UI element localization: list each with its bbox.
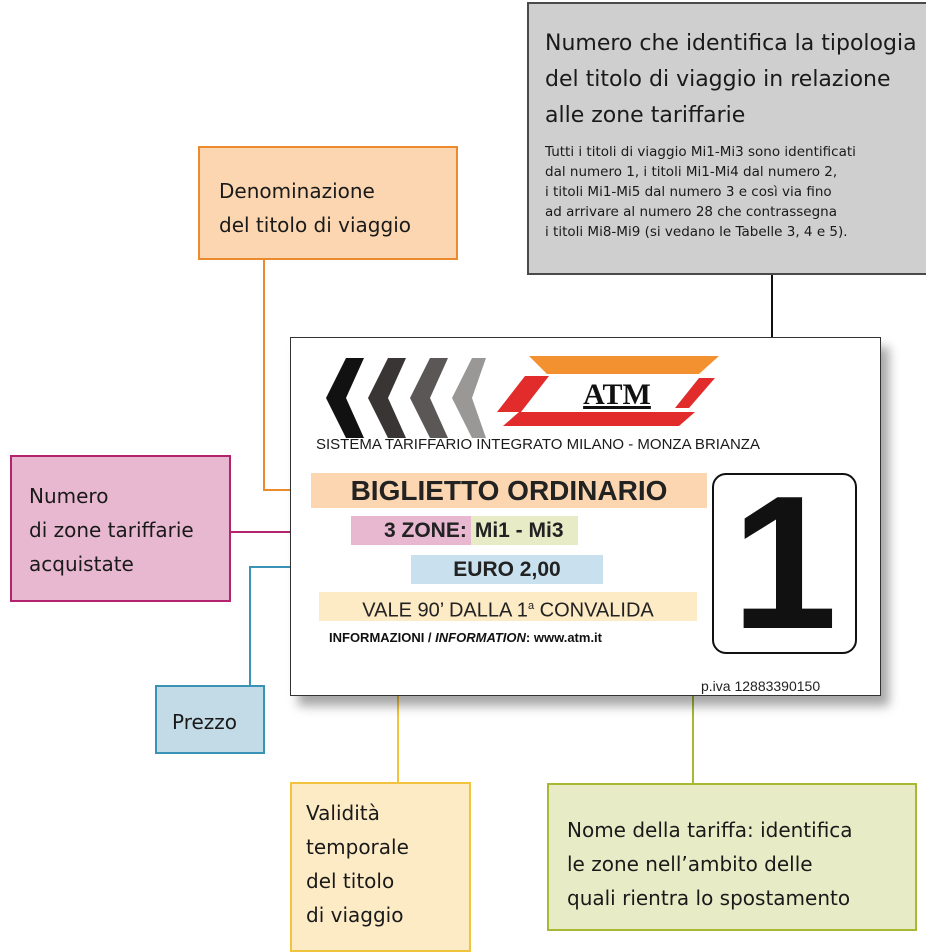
ticket-validity: VALE 90’ DALLA 1a CONVALIDA <box>319 592 697 622</box>
ticket-price: EURO 2,00 <box>411 555 603 584</box>
atm-logo: ATM <box>497 356 719 426</box>
callout-prezzo: Prezzo <box>155 685 265 754</box>
callout-numero: Numero che identifica la tipologia del t… <box>527 2 926 275</box>
callout-line: Denominazione <box>219 179 375 203</box>
callout-denominazione: Denominazione del titolo di viaggio <box>198 146 458 260</box>
callout-line: alle zone tariffarie <box>545 103 746 128</box>
system-line: SISTEMA TARIFFARIO INTEGRATO MILANO - MO… <box>316 436 760 453</box>
callout-line: del titolo <box>306 869 395 893</box>
callout-line: acquistate <box>29 552 134 576</box>
callout-subline: i titoli Mi1-Mi5 dal numero 3 e così via… <box>545 184 832 200</box>
callout-subline: Tutti i titoli di viaggio Mi1-Mi3 sono i… <box>545 144 856 160</box>
ticket-number-box: 1 <box>712 463 857 663</box>
callout-line: del titolo di viaggio in relazione <box>545 67 891 92</box>
callout-line: le zone nell’ambito delle <box>567 852 813 876</box>
callout-line: del titolo di viaggio <box>219 213 411 237</box>
chevron-arrows-icon <box>326 358 486 438</box>
zones-count: 3 ZONE: <box>351 516 471 545</box>
ticket-piva: p.iva 12883390150 <box>701 678 821 694</box>
callout-line: temporale <box>306 835 409 859</box>
callout-validita: Validità temporale del titolo di viaggio <box>290 782 471 952</box>
ticket-type: BIGLIETTO ORDINARIO <box>311 473 707 508</box>
callout-tariffa: Nome della tariffa: identifica le zone n… <box>547 783 917 931</box>
callout-subline: ad arrivare al numero 28 che contrassegn… <box>545 204 837 220</box>
atm-logo-text: ATM <box>583 378 651 411</box>
callout-line: Nome della tariffa: identifica <box>567 818 853 842</box>
callout-line: Numero che identifica la tipologia <box>545 31 917 56</box>
callout-line: quali rientra lo spostamento <box>567 886 851 910</box>
ticket-zones: 3 ZONE: Mi1 - Mi3 <box>351 516 578 545</box>
callout-subline: i titoli Mi8-Mi9 (si vedano le Tabelle 3… <box>545 224 848 240</box>
callout-line: Validità <box>306 801 380 825</box>
ticket-number: 1 <box>731 457 838 669</box>
callout-line: di viaggio <box>306 903 404 927</box>
callout-line: Prezzo <box>172 710 238 734</box>
zones-name: Mi1 - Mi3 <box>470 516 578 545</box>
callout-line: Numero <box>29 484 109 508</box>
callout-line: di zone tariffarie <box>29 518 194 542</box>
callout-zone: Numero di zone tariffarie acquistate <box>10 455 231 602</box>
ticket-info: INFORMAZIONI / INFORMATION: www.atm.it <box>329 630 602 645</box>
ticket: ATM SISTEMA TARIFFARIO INTEGRATO MILANO … <box>290 337 881 696</box>
callout-subline: dal numero 1, i titoli Mi1-Mi4 dal numer… <box>545 164 838 180</box>
